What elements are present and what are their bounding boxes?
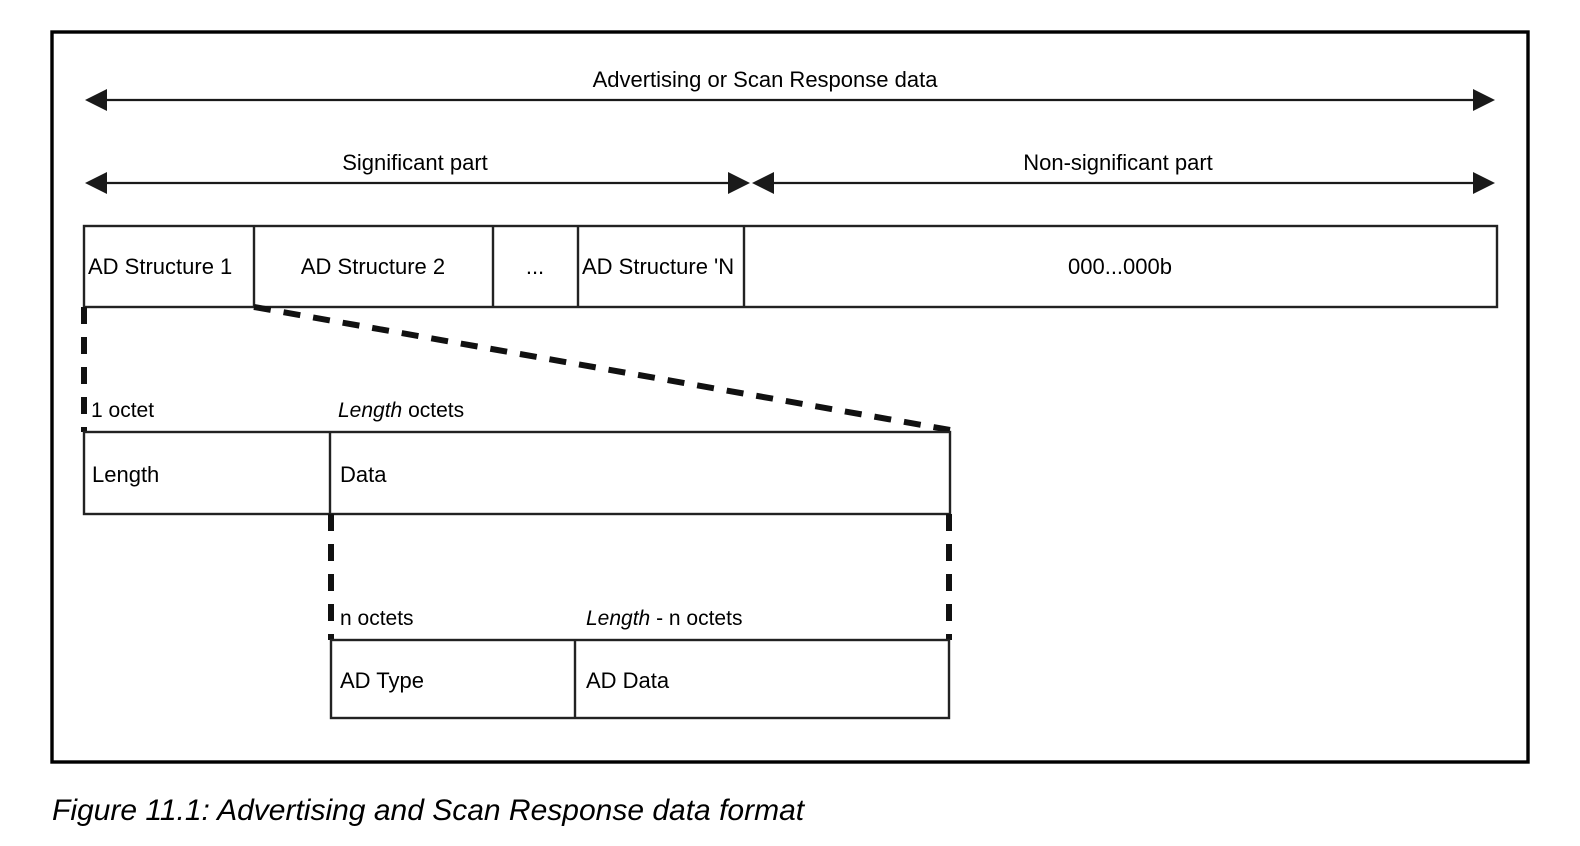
- table-cell-ellipsis: ...: [526, 254, 544, 279]
- table-cell-zero-padding: 000...000b: [1068, 254, 1172, 279]
- arrow-head-right-non-significant: [1473, 172, 1495, 194]
- table-cell-ad-structure-2: AD Structure 2: [301, 254, 445, 279]
- connector-data-expansion: [328, 514, 952, 640]
- connector-ad-structure-expansion: [81, 304, 951, 433]
- span-advertising-or-scan-response-data: Advertising or Scan Response data: [85, 67, 1495, 111]
- table-ad-structure-outline: [82, 430, 952, 516]
- arrow-head-right-significant: [728, 172, 750, 194]
- arrow-head-left-significant: [85, 172, 107, 194]
- table-cell-ad-structure-1: AD Structure 1: [88, 254, 232, 279]
- size-label-n-octets: n octets: [340, 607, 414, 630]
- arrow-head-left-overall: [85, 89, 107, 111]
- table-cell-ad-data: AD Data: [586, 668, 670, 693]
- table-advertising-data: AD Structure 1 AD Structure 2 ... AD Str…: [82, 224, 1499, 309]
- span-non-significant-part: Non-significant part: [752, 150, 1495, 194]
- table-cell-length: Length: [92, 462, 159, 487]
- span-label-overall: Advertising or Scan Response data: [593, 67, 939, 92]
- size-label-length-octets: Length octets: [338, 399, 464, 422]
- arrow-head-right-overall: [1473, 89, 1495, 111]
- table-cell-ad-structure-n: AD Structure 'N: [582, 254, 734, 279]
- table-advertising-data-outline: [82, 224, 1499, 309]
- span-label-significant: Significant part: [342, 150, 488, 175]
- span-significant-part: Significant part: [85, 150, 750, 194]
- table-cell-data: Data: [340, 462, 387, 487]
- span-label-non-significant: Non-significant part: [1023, 150, 1213, 175]
- table-ad-data-outline: [329, 638, 951, 720]
- arrow-head-left-non-significant: [752, 172, 774, 194]
- size-label-length-minus-n-octets: Length - n octets: [586, 607, 742, 630]
- table-cell-ad-type: AD Type: [340, 668, 424, 693]
- table-ad-data: n octets Length - n octets AD Type AD Da…: [329, 607, 951, 720]
- figure-caption: Figure 11.1: Advertising and Scan Respon…: [52, 794, 806, 827]
- figure-outer-border: [50, 30, 1530, 764]
- size-label-1-octet: 1 octet: [91, 399, 154, 422]
- table-ad-structure: 1 octet Length octets Length Data: [82, 399, 952, 516]
